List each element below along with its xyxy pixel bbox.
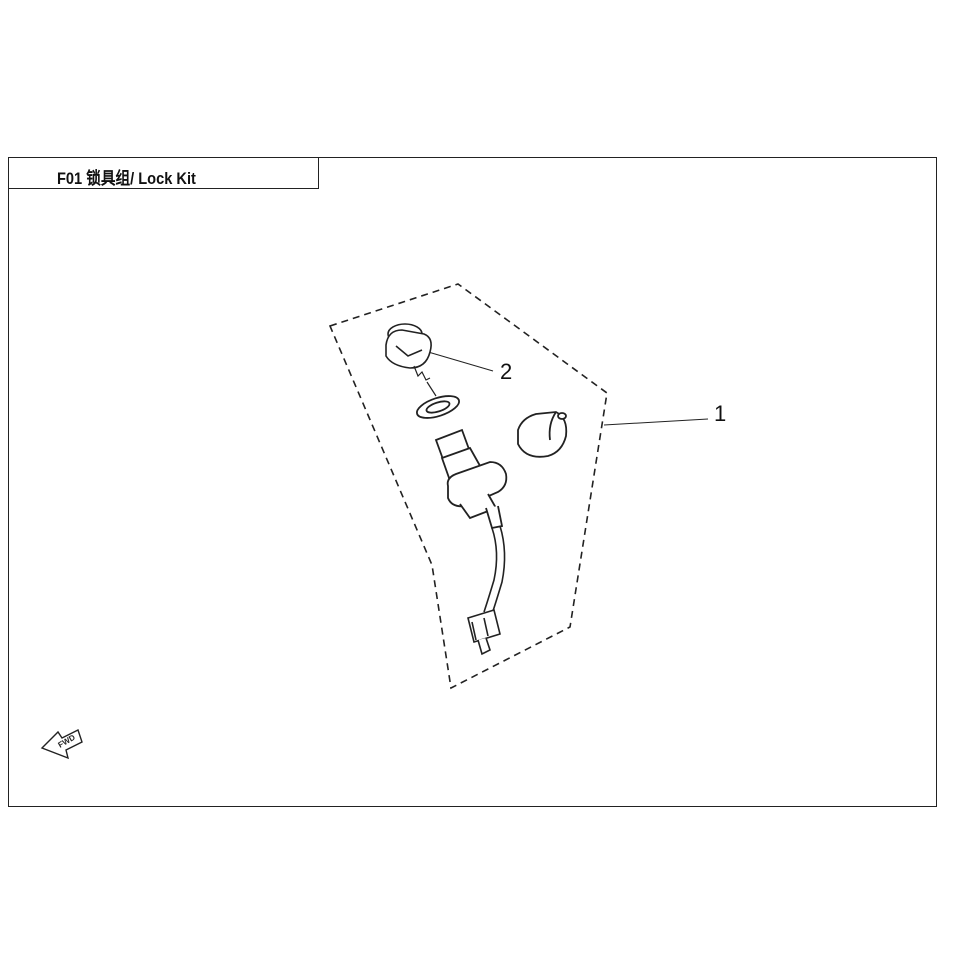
leader-line-1 <box>603 418 709 426</box>
wire-harness <box>483 525 506 615</box>
page-title: F01 锁具组/ Lock Kit <box>57 169 196 188</box>
callout-1: 1 <box>714 401 726 426</box>
key-part <box>385 323 437 397</box>
connector-plug <box>467 608 501 656</box>
fwd-arrow-icon: FWD <box>40 729 83 760</box>
kit-boundary-outline <box>328 283 608 690</box>
title-box: F01 锁具组/ Lock Kit <box>8 157 319 189</box>
dust-cap <box>517 411 568 458</box>
ignition-switch-body <box>434 428 508 530</box>
callout-2: 2 <box>500 359 512 384</box>
washer-ring <box>415 395 461 419</box>
diagram-frame <box>8 157 937 807</box>
